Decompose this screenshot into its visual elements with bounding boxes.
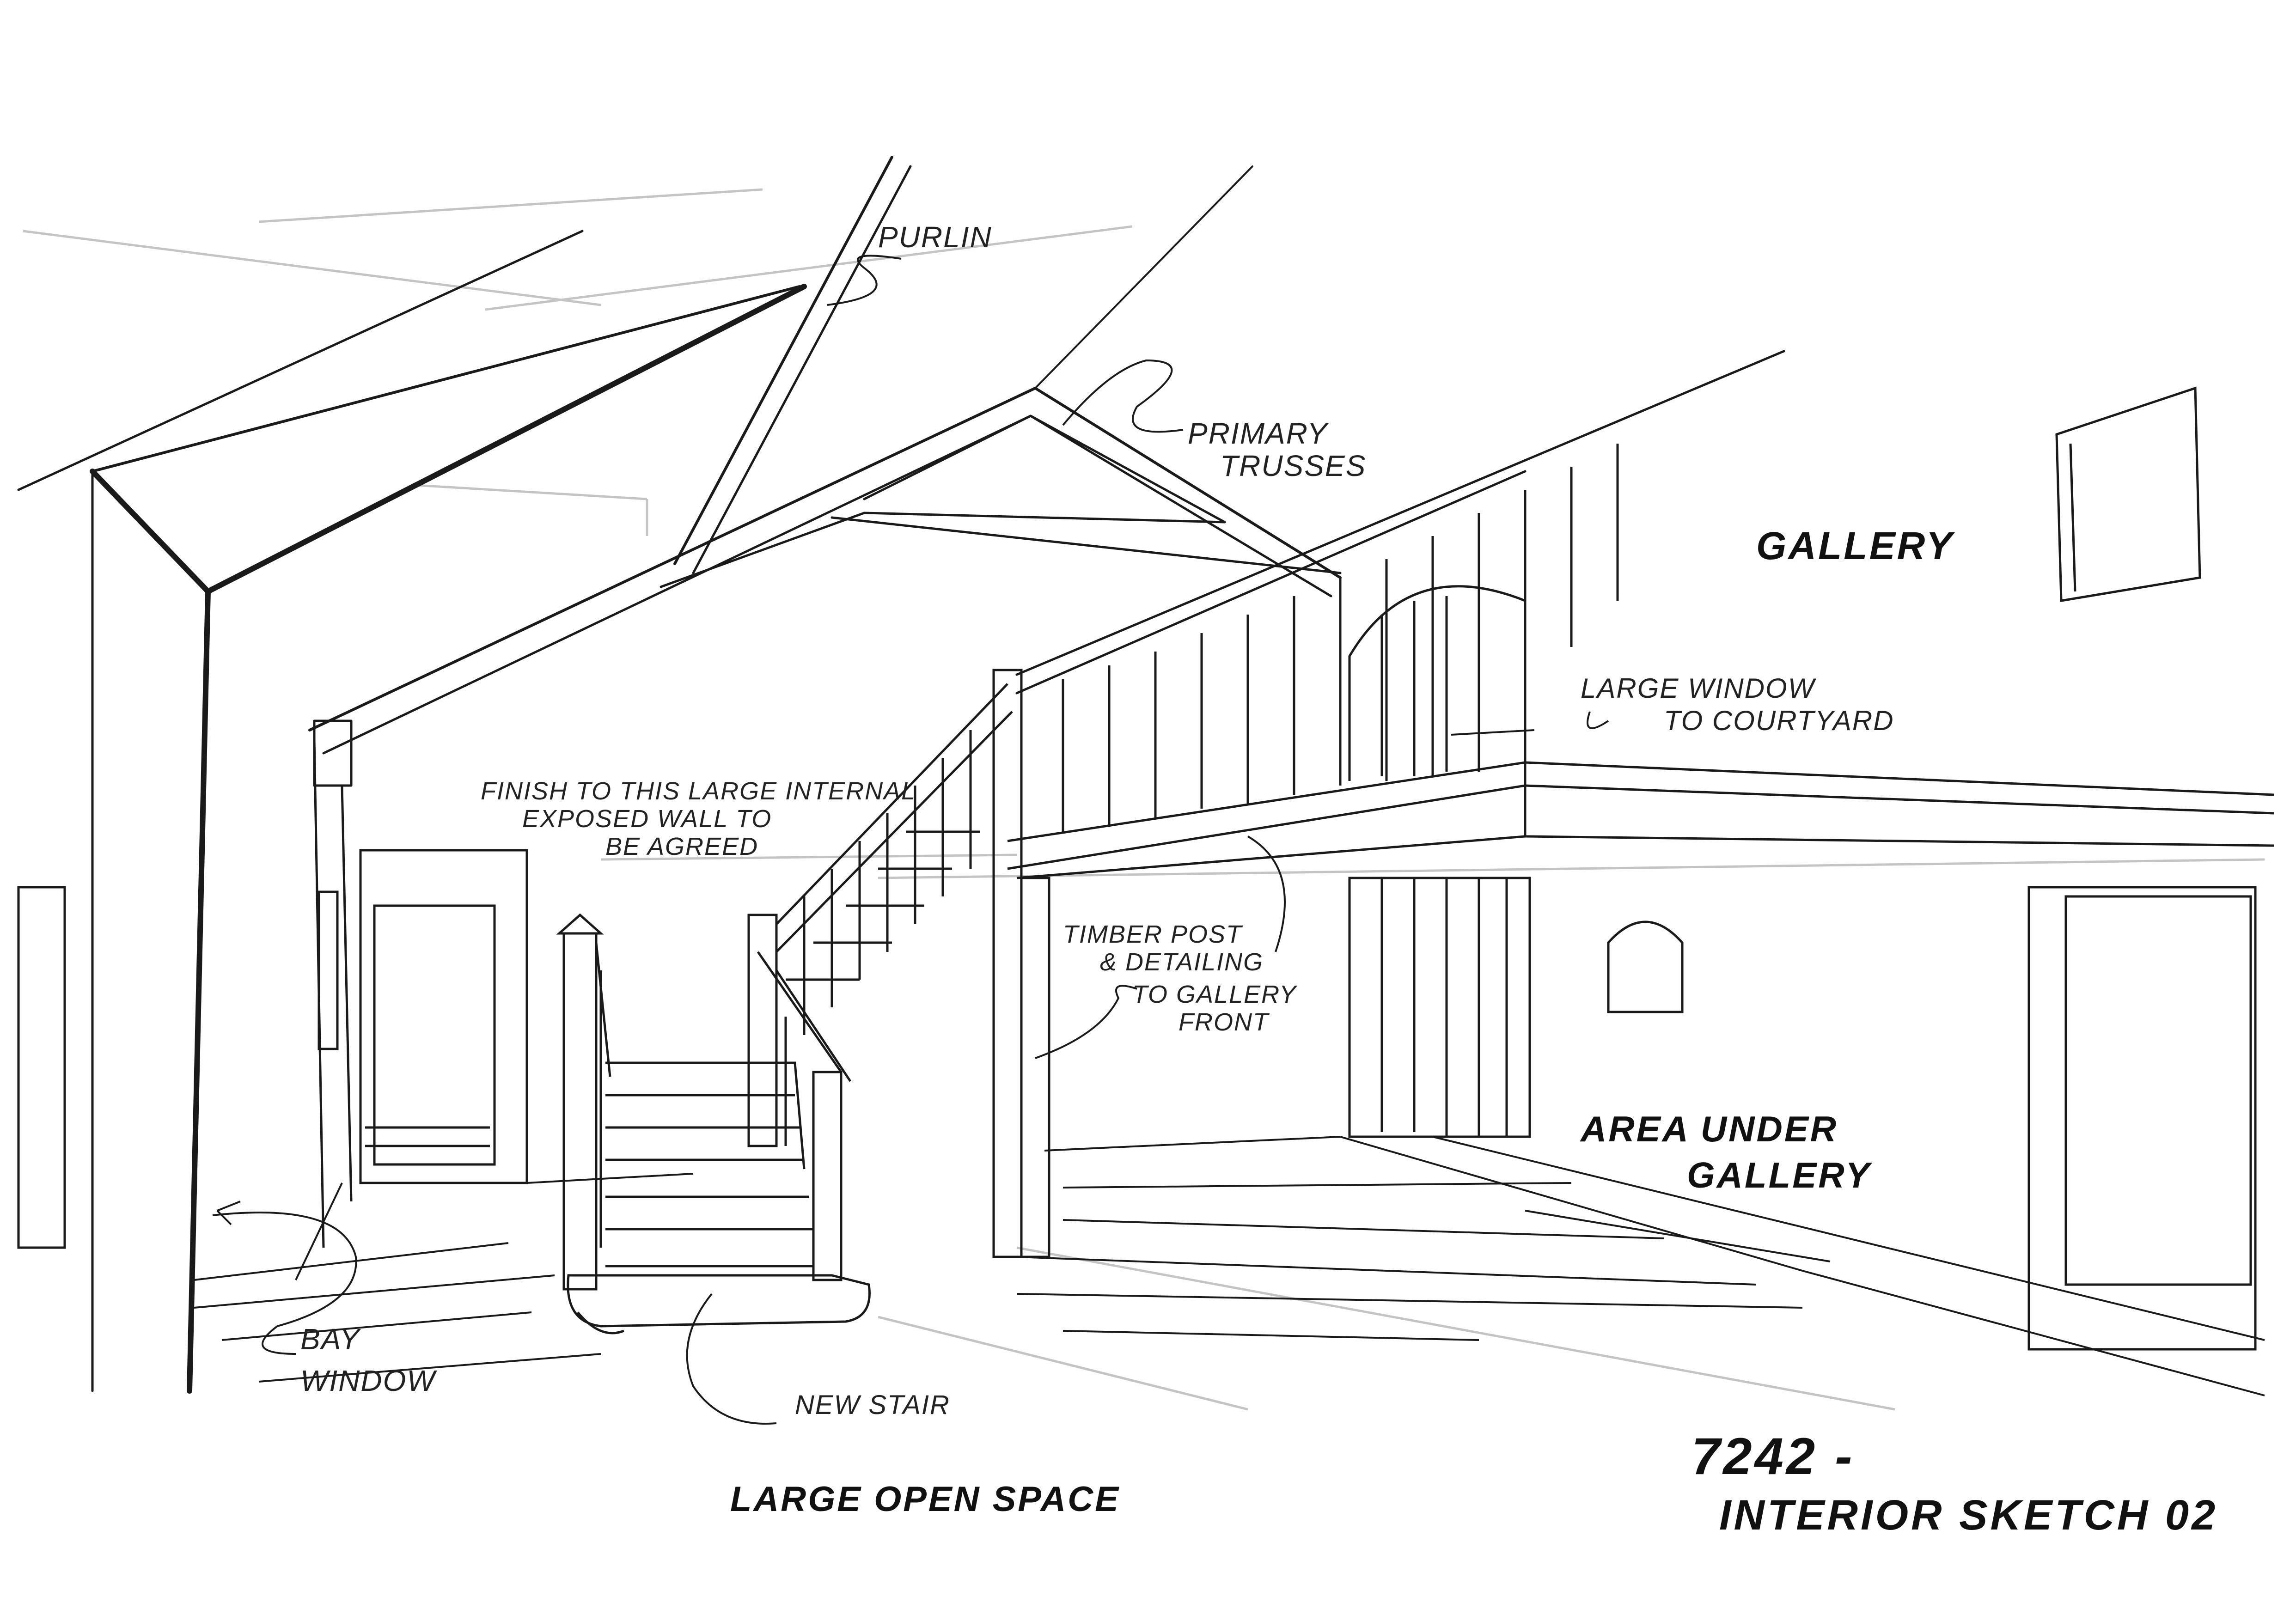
label-finish-wall-line2: EXPOSED WALL TO: [522, 805, 772, 833]
left-wall: [17, 739, 528, 1249]
drawing-title: INTERIOR SKETCH 02: [1719, 1492, 2218, 1539]
new-stair: [556, 683, 1013, 1335]
label-gallery: GALLERY: [1756, 524, 1955, 567]
drawing-number: 7242 -: [1691, 1427, 1855, 1485]
label-area-under-gallery-line2: GALLERY: [1687, 1155, 1872, 1195]
label-finish-wall-line1: FINISH TO THIS LARGE INTERNAL: [481, 777, 916, 805]
title-block: 7242 - INTERIOR SKETCH 02: [1691, 1427, 2218, 1539]
label-timber-post-line1: TIMBER POST: [1063, 920, 1243, 948]
label-finish-wall-line3: BE AGREED: [605, 833, 758, 860]
label-new-stair: NEW STAIR: [795, 1390, 950, 1420]
label-purlin: PURLIN: [878, 220, 992, 254]
sketch-labels: PURLIN PRIMARY TRUSSES GALLERY LARGE WIN…: [300, 220, 1955, 1519]
label-bay-window-line1: BAY: [300, 1322, 361, 1356]
label-primary-trusses-line2: TRUSSES: [1220, 449, 1366, 482]
roof-structure: [17, 156, 1785, 1394]
label-large-window-line2: TO COURTYARD: [1664, 705, 1894, 736]
label-bay-window-line2: WINDOW: [300, 1364, 437, 1397]
floor-lines: [194, 1136, 2265, 1396]
label-large-window-line1: LARGE WINDOW: [1581, 673, 1817, 704]
label-large-open-space: LARGE OPEN SPACE: [730, 1480, 1120, 1519]
label-area-under-gallery-line1: AREA UNDER: [1580, 1109, 1838, 1149]
label-primary-trusses-line1: PRIMARY: [1188, 417, 1329, 450]
label-timber-post-line4: FRONT: [1179, 1008, 1270, 1036]
faint-construction-lines: [23, 188, 2265, 1411]
annotation-leaders: [212, 255, 1609, 1425]
label-timber-post-line2: & DETAILING: [1100, 948, 1264, 976]
gallery-structure: [992, 386, 2274, 1351]
label-timber-post-line3: TO GALLERY: [1132, 981, 1298, 1008]
